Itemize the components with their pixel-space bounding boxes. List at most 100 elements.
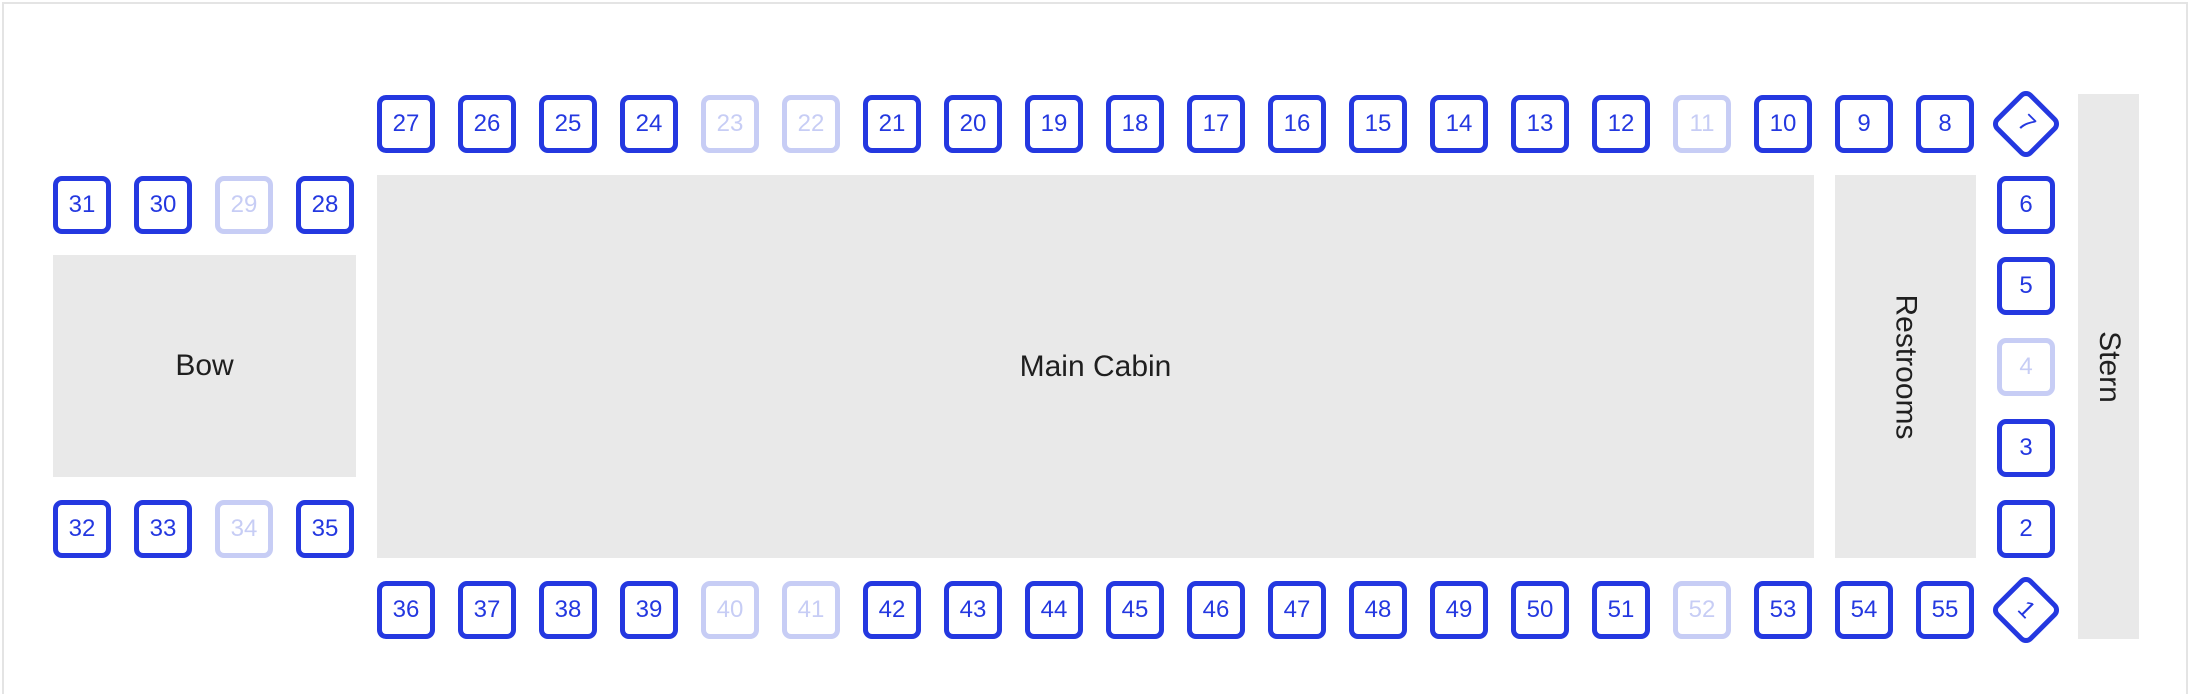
seat-number: 14 [1445, 110, 1473, 137]
seat-number: 39 [635, 596, 663, 623]
seat-number: 34 [230, 515, 258, 542]
main-cabin-label: Main Cabin [1019, 349, 1172, 383]
seat-26[interactable]: 26 [458, 95, 516, 153]
seat-number: 21 [878, 110, 906, 137]
seat-17[interactable]: 17 [1187, 95, 1245, 153]
seat-number: 2 [2019, 515, 2033, 542]
restrooms-label: Restrooms [1889, 293, 1923, 440]
seat-25[interactable]: 25 [539, 95, 597, 153]
stern-label: Stern [2092, 330, 2126, 403]
seat-4: 4 [1997, 338, 2055, 396]
seat-number: 55 [1931, 596, 1959, 623]
seat-13[interactable]: 13 [1511, 95, 1569, 153]
seat-number: 41 [797, 596, 825, 623]
seat-number: 48 [1364, 596, 1392, 623]
seat-14[interactable]: 14 [1430, 95, 1488, 153]
seat-number: 50 [1526, 596, 1554, 623]
seat-number: 23 [716, 110, 744, 137]
seat-number: 9 [1857, 110, 1871, 137]
seat-number: 25 [554, 110, 582, 137]
seat-39[interactable]: 39 [620, 581, 678, 639]
seat-10[interactable]: 10 [1754, 95, 1812, 153]
seat-number: 7 [2012, 109, 2041, 138]
seat-number: 29 [230, 191, 258, 218]
seat-number: 22 [797, 110, 825, 137]
seat-42[interactable]: 42 [863, 581, 921, 639]
seat-number: 4 [2019, 353, 2033, 380]
seat-36[interactable]: 36 [377, 581, 435, 639]
seat-27[interactable]: 27 [377, 95, 435, 153]
seat-46[interactable]: 46 [1187, 581, 1245, 639]
seat-number: 28 [311, 191, 339, 218]
seat-number: 5 [2019, 272, 2033, 299]
seat-number: 47 [1283, 596, 1311, 623]
seat-number: 46 [1202, 596, 1230, 623]
seat-19[interactable]: 19 [1025, 95, 1083, 153]
seat-6[interactable]: 6 [1997, 176, 2055, 234]
bow-area: Bow [53, 255, 356, 477]
seat-15[interactable]: 15 [1349, 95, 1407, 153]
seat-32[interactable]: 32 [53, 500, 111, 558]
seat-49[interactable]: 49 [1430, 581, 1488, 639]
seat-30[interactable]: 30 [134, 176, 192, 234]
seat-number: 27 [392, 110, 420, 137]
seat-number: 1 [2012, 595, 2041, 624]
seat-24[interactable]: 24 [620, 95, 678, 153]
seat-number: 18 [1121, 110, 1149, 137]
seat-5[interactable]: 5 [1997, 257, 2055, 315]
seat-47[interactable]: 47 [1268, 581, 1326, 639]
seat-9[interactable]: 9 [1835, 95, 1893, 153]
seat-51[interactable]: 51 [1592, 581, 1650, 639]
seat-54[interactable]: 54 [1835, 581, 1893, 639]
seat-35[interactable]: 35 [296, 500, 354, 558]
seat-number: 3 [2019, 434, 2033, 461]
seat-20[interactable]: 20 [944, 95, 1002, 153]
seat-3[interactable]: 3 [1997, 419, 2055, 477]
seat-16[interactable]: 16 [1268, 95, 1326, 153]
seat-number: 37 [473, 596, 501, 623]
seat-number: 38 [554, 596, 582, 623]
seat-number: 42 [878, 596, 906, 623]
seat-number: 51 [1607, 596, 1635, 623]
seat-21[interactable]: 21 [863, 95, 921, 153]
seat-number: 44 [1040, 596, 1068, 623]
seat-number: 52 [1688, 596, 1716, 623]
seat-50[interactable]: 50 [1511, 581, 1569, 639]
seat-number: 30 [149, 191, 177, 218]
seat-12[interactable]: 12 [1592, 95, 1650, 153]
seat-44[interactable]: 44 [1025, 581, 1083, 639]
seat-34: 34 [215, 500, 273, 558]
seat-8[interactable]: 8 [1916, 95, 1974, 153]
seat-31[interactable]: 31 [53, 176, 111, 234]
seat-number: 54 [1850, 596, 1878, 623]
stern-area: Stern [2078, 94, 2139, 639]
seat-number: 15 [1364, 110, 1392, 137]
seat-number: 49 [1445, 596, 1473, 623]
seat-2[interactable]: 2 [1997, 500, 2055, 558]
seat-43[interactable]: 43 [944, 581, 1002, 639]
seat-38[interactable]: 38 [539, 581, 597, 639]
seat-number: 8 [1938, 110, 1952, 137]
seat-55[interactable]: 55 [1916, 581, 1974, 639]
seat-48[interactable]: 48 [1349, 581, 1407, 639]
seat-53[interactable]: 53 [1754, 581, 1812, 639]
seat-41: 41 [782, 581, 840, 639]
seat-number: 20 [959, 110, 987, 137]
seat-18[interactable]: 18 [1106, 95, 1164, 153]
seat-52: 52 [1673, 581, 1731, 639]
restrooms-area: Restrooms [1835, 175, 1976, 558]
seat-number: 36 [392, 596, 420, 623]
bow-label: Bow [175, 349, 234, 382]
seat-37[interactable]: 37 [458, 581, 516, 639]
seat-28[interactable]: 28 [296, 176, 354, 234]
seat-29: 29 [215, 176, 273, 234]
seat-number: 33 [149, 515, 177, 542]
seat-number: 35 [311, 515, 339, 542]
seat-number: 40 [716, 596, 744, 623]
seat-45[interactable]: 45 [1106, 581, 1164, 639]
seat-number: 10 [1769, 110, 1797, 137]
seat-11: 11 [1673, 95, 1731, 153]
seat-number: 6 [2019, 191, 2033, 218]
seat-33[interactable]: 33 [134, 500, 192, 558]
seat-number: 24 [635, 110, 663, 137]
